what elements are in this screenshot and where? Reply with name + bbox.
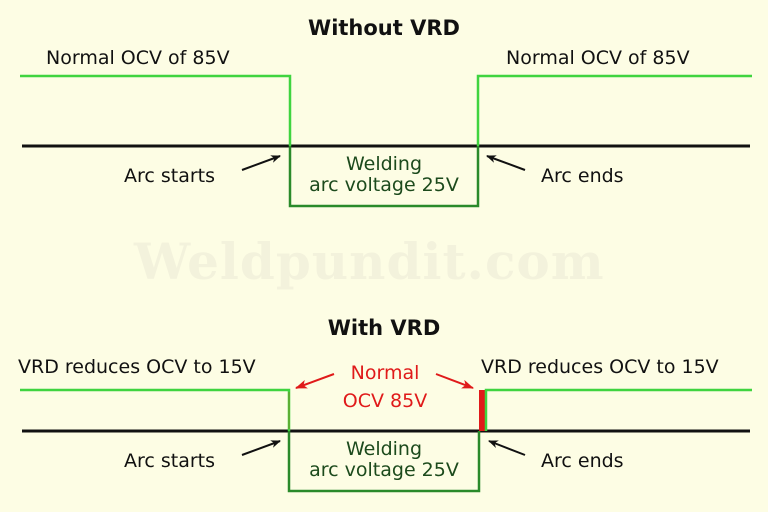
welding-label-line1: Welding — [345, 438, 423, 460]
normal-ocv-arrow-right — [435, 373, 474, 389]
without-vrd-diagram — [20, 74, 752, 208]
left-vrd-ocv-label: VRD reduces OCV to 15V — [18, 356, 256, 378]
welding-arc-voltage-box — [287, 431, 481, 493]
arc-ends-arrow — [486, 155, 526, 171]
welding-label-line1: Welding — [345, 153, 423, 175]
normal-ocv-arrow-left — [295, 373, 335, 389]
welding-arc-voltage-label: Welding arc voltage 25V — [292, 154, 476, 196]
left-normal-ocv-label: Normal OCV of 85V — [46, 47, 230, 69]
reduced-ocv-waveform-right — [484, 388, 752, 431]
normal-ocv-line1: Normal — [350, 362, 420, 384]
with-vrd-title: With VRD — [327, 316, 441, 340]
arc-ends-arrow — [488, 440, 526, 456]
welding-arc-voltage-box — [288, 146, 480, 208]
normal-ocv-line2: OCV 85V — [342, 390, 428, 412]
ocv-waveform-right — [476, 74, 752, 146]
normal-ocv-spike — [479, 390, 485, 431]
normal-ocv-label: Normal OCV 85V — [320, 359, 450, 415]
ocv-waveform-left — [20, 74, 292, 146]
welding-label-line2: arc voltage 25V — [309, 174, 459, 196]
right-vrd-ocv-label: VRD reduces OCV to 15V — [481, 356, 719, 378]
reduced-ocv-waveform-left — [20, 388, 291, 431]
watermark: Weldpundit.com — [134, 232, 605, 291]
arc-starts-arrow — [241, 440, 281, 456]
with-vrd-diagram — [20, 373, 752, 493]
welding-arc-voltage-label: Welding arc voltage 25V — [291, 439, 477, 481]
arc-starts-label: Arc starts — [124, 450, 216, 472]
right-normal-ocv-label: Normal OCV of 85V — [506, 47, 690, 69]
without-vrd-title: Without VRD — [308, 16, 460, 40]
arc-starts-arrow — [241, 155, 281, 171]
arc-ends-label: Arc ends — [541, 165, 624, 187]
arc-ends-label: Arc ends — [541, 450, 624, 472]
welding-label-line2: arc voltage 25V — [309, 459, 459, 481]
arc-starts-label: Arc starts — [124, 165, 216, 187]
